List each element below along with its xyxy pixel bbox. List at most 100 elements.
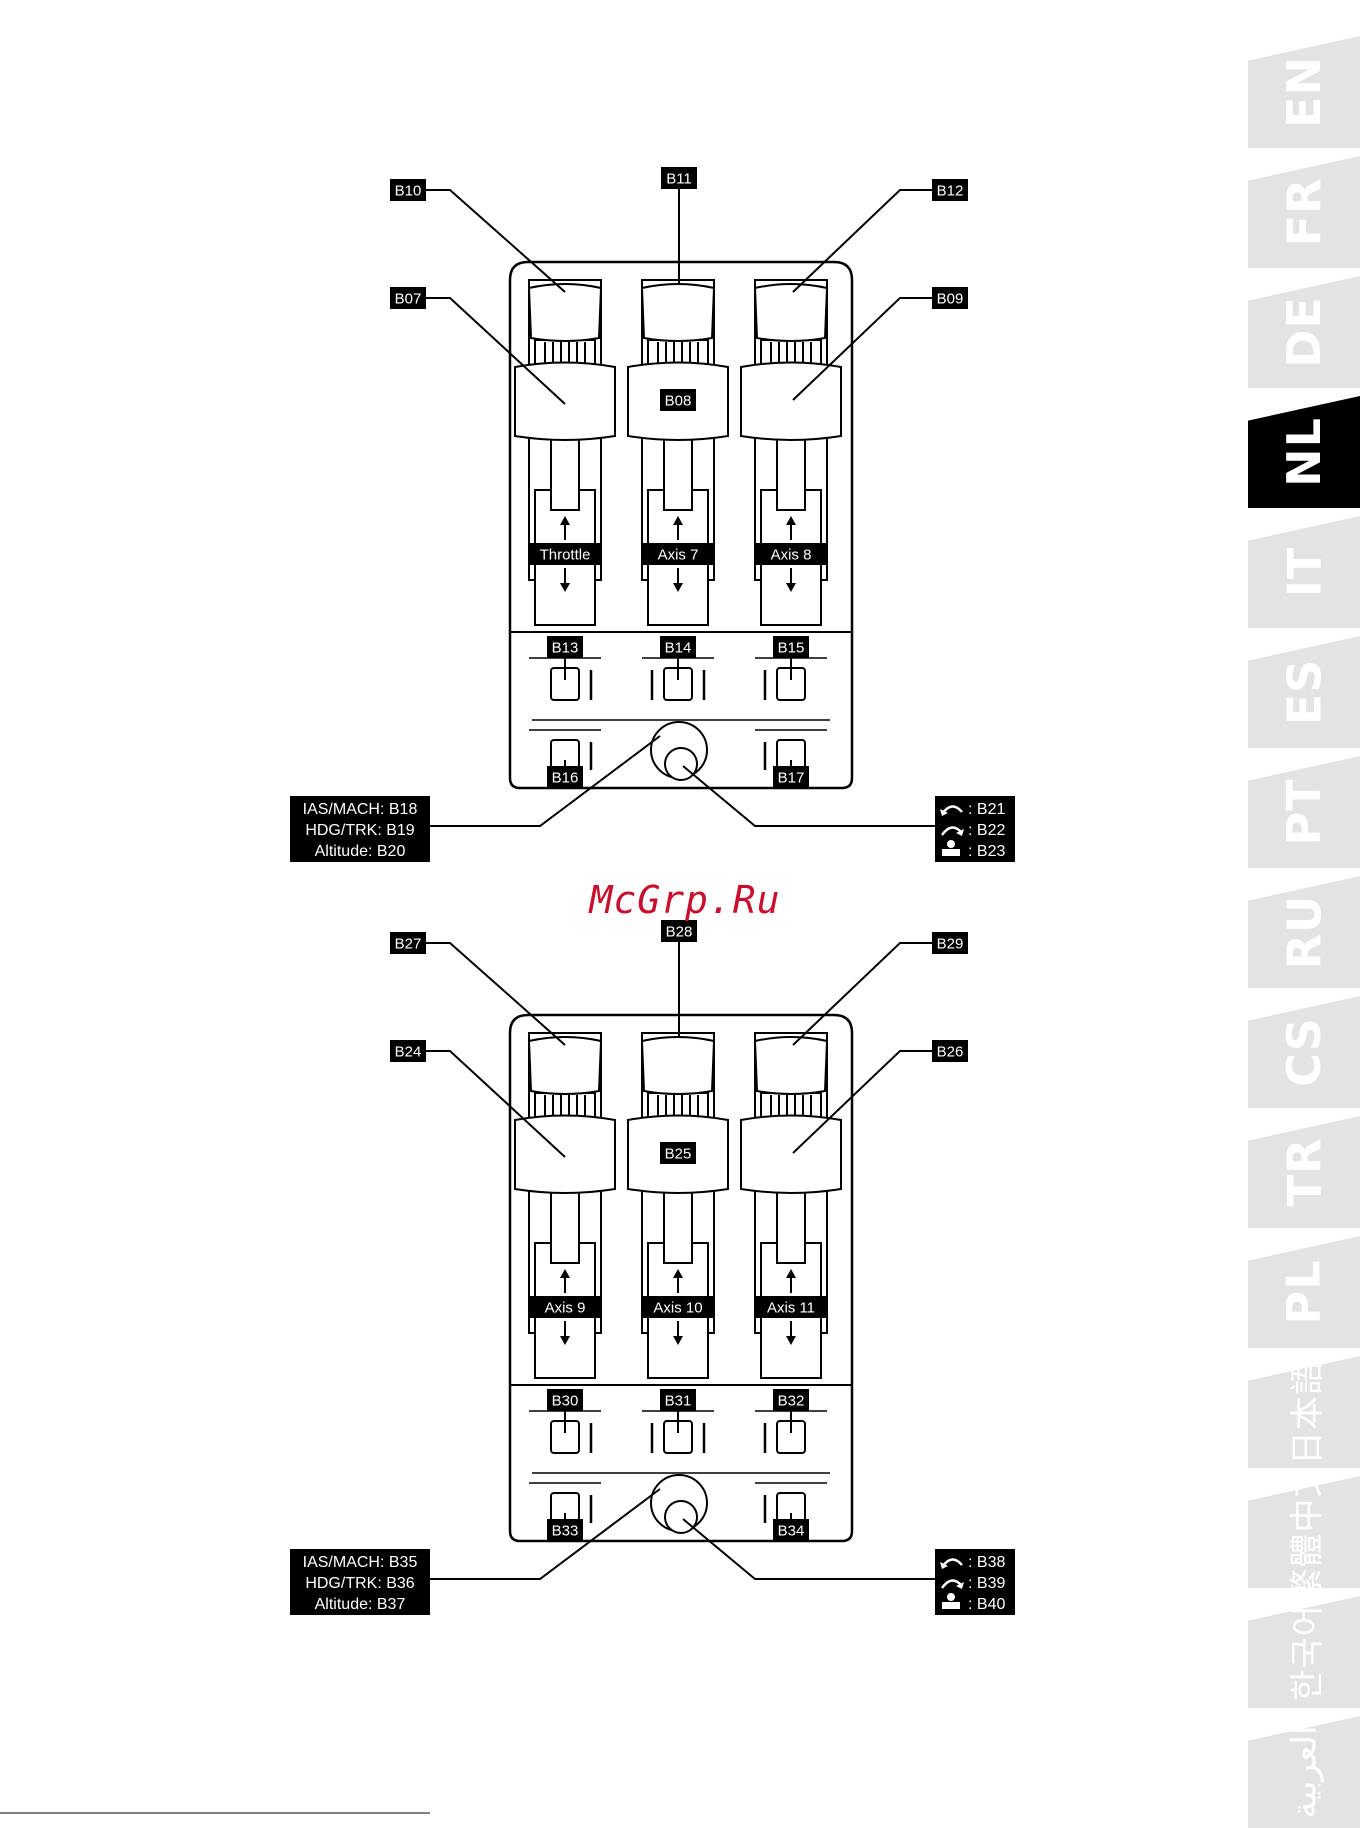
leader-line	[792, 1050, 932, 1154]
arrow-down-icon	[560, 1336, 570, 1345]
push-button-icon-base	[942, 1602, 960, 1609]
lever-top-cap	[753, 1036, 829, 1095]
switch-label: B17	[778, 770, 805, 787]
lever-grip	[514, 1114, 616, 1194]
knob-action-label: : B40	[968, 1596, 1005, 1613]
switch-label: B30	[552, 1393, 579, 1410]
leader-line	[792, 297, 932, 401]
switch-label: B34	[778, 1523, 805, 1540]
axis-label: Axis 11	[767, 1300, 815, 1317]
callout-label-bg	[390, 932, 426, 954]
switch-label-bg	[660, 636, 696, 658]
watermark: McGrp.Ru	[589, 878, 781, 922]
push-button-icon-base	[942, 849, 960, 856]
toggle-switch-1	[529, 1407, 601, 1454]
knob-mode-label: Altitude: B37	[315, 1596, 406, 1613]
switch-label-bg	[773, 1389, 809, 1411]
callout-label: B11	[666, 171, 692, 188]
callout-label: B24	[395, 1044, 422, 1061]
knob-modes-box	[290, 796, 430, 862]
axis-label: Axis 9	[545, 1300, 586, 1317]
language-tab-label: NL	[1277, 417, 1331, 487]
language-tab-label: 日本語	[1287, 1359, 1328, 1465]
arrow-up-icon	[560, 516, 570, 525]
switch-label-bg	[547, 766, 583, 788]
lever-top-cap	[527, 1036, 603, 1095]
axis-label-bg	[529, 1296, 601, 1318]
language-tab-label: 한국어	[1287, 1603, 1328, 1701]
leader-line	[682, 1518, 935, 1580]
rotate-left-icon-head	[940, 1562, 948, 1569]
mid-label-center: B25	[665, 1146, 692, 1163]
language-tab-label: IT	[1277, 546, 1331, 598]
leader-line	[426, 1050, 566, 1158]
language-tab-label: FR	[1277, 177, 1331, 247]
arrow-up-icon	[786, 516, 796, 525]
arrow-down-icon	[560, 583, 570, 592]
leader-line	[792, 189, 932, 293]
throttle-lever-2: Axis 10	[627, 1032, 729, 1379]
knob-action-label: : B39	[968, 1575, 1005, 1592]
knob-inner	[664, 1500, 698, 1534]
switch-label: B31	[665, 1393, 692, 1410]
language-tab-label: PT	[1277, 778, 1331, 846]
toggle-switch-2	[642, 1407, 714, 1454]
callout-label-bg	[390, 287, 426, 309]
switch-label-bg	[773, 1519, 809, 1541]
rotate-left-icon-head	[940, 809, 948, 816]
language-tab-label: EN	[1276, 56, 1331, 128]
switch-label-bg	[547, 1389, 583, 1411]
axis-label: Throttle	[540, 547, 591, 564]
language-tab-label: DE	[1276, 296, 1331, 368]
callout-label-bg	[390, 1040, 426, 1062]
arrow-down-icon	[673, 583, 683, 592]
arrow-up-icon	[673, 1269, 683, 1278]
switch-label: B13	[552, 640, 579, 657]
callout-label: B09	[937, 291, 964, 308]
language-tab-label: TR	[1277, 1137, 1331, 1207]
language-tab-label: ES	[1277, 658, 1331, 726]
axis-label: Axis 10	[653, 1300, 702, 1317]
throttle-lever-1: Axis 9	[514, 1032, 616, 1379]
lever-top-cap	[640, 1036, 716, 1095]
knob-action-label: : B38	[968, 1554, 1005, 1571]
language-tab-label: RU	[1277, 894, 1331, 970]
knob-mode-label: HDG/TRK: B36	[305, 1575, 414, 1592]
callout-label-bg	[932, 287, 968, 309]
mid-label-center-bg	[660, 1142, 696, 1164]
switch-label-bg	[660, 1389, 696, 1411]
knob-mode-label: IAS/MACH: B35	[303, 1554, 418, 1571]
leader-line	[426, 189, 566, 293]
callout-label: B10	[395, 183, 422, 200]
axis-label-bg	[642, 543, 714, 565]
arrow-up-icon	[560, 1269, 570, 1278]
callout-label-bg	[932, 179, 968, 201]
switch-label: B16	[552, 770, 579, 787]
callout-label: B07	[395, 291, 422, 308]
lever-grip	[514, 361, 616, 441]
knob-action-label: : B21	[968, 801, 1005, 818]
axis-label: Axis 8	[771, 547, 812, 564]
language-tab-label: CS	[1277, 1017, 1331, 1087]
axis-label-bg	[755, 1296, 827, 1318]
callout-label-bg	[932, 1040, 968, 1062]
knob-mode-label: HDG/TRK: B19	[305, 822, 414, 839]
arrow-down-icon	[673, 1336, 683, 1345]
mid-label-center-bg	[660, 389, 696, 411]
switch-label: B32	[778, 1393, 805, 1410]
axis-label: Axis 7	[658, 547, 699, 564]
callout-label-bg	[661, 167, 697, 189]
throttle-lever-1: Throttle	[514, 279, 616, 626]
rotate-right-icon-head	[956, 829, 964, 836]
toggle-switch-4	[529, 1482, 601, 1533]
switch-label-bg	[773, 636, 809, 658]
knob-mode-label: IAS/MACH: B18	[303, 801, 418, 818]
lever-grip	[740, 1114, 842, 1194]
callout-label: B29	[937, 936, 964, 953]
leader-line	[430, 1488, 661, 1580]
leader-line	[426, 942, 566, 1046]
language-tab-label: العربية	[1283, 1725, 1324, 1819]
mid-label-center: B08	[665, 393, 692, 410]
